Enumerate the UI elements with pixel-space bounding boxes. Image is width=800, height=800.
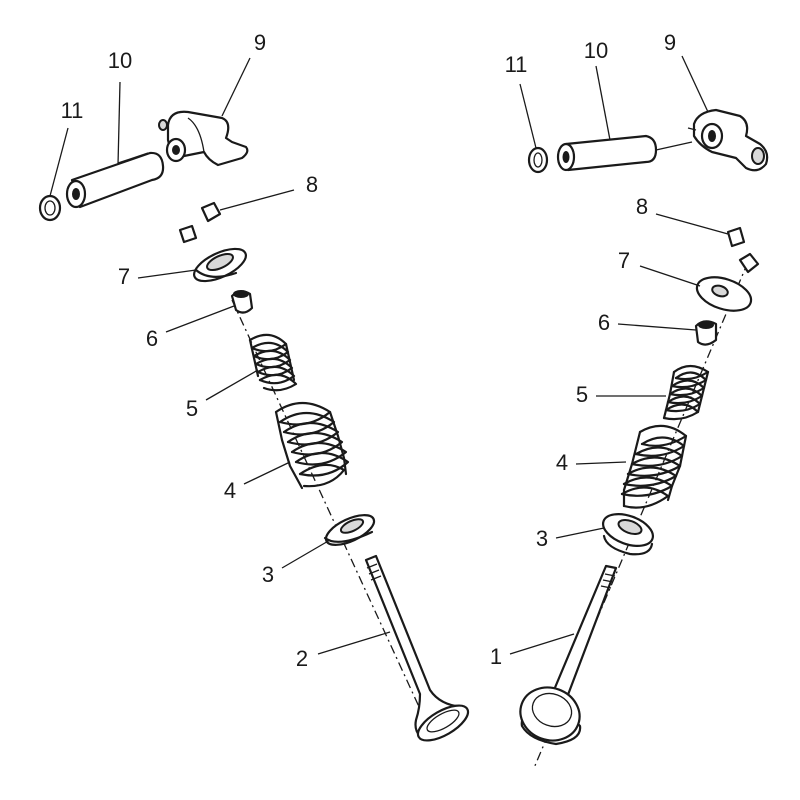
left-callout-3: 3 — [262, 562, 274, 587]
left-valve — [364, 554, 470, 742]
right-callout-10: 10 — [584, 38, 608, 63]
left-seal-ring — [38, 194, 62, 222]
left-callout-5: 5 — [186, 396, 198, 421]
right-rocker-shaft — [556, 134, 693, 172]
left-leader-lines — [49, 57, 391, 655]
left-callout-6: 6 — [146, 326, 158, 351]
right-leader-lines — [509, 55, 729, 655]
left-inner-spring — [248, 333, 298, 392]
right-valve-stem-seal — [694, 320, 718, 346]
left-callout-2: 2 — [296, 646, 308, 671]
right-rocker-arm — [687, 108, 769, 172]
right-callout-1: 1 — [490, 644, 502, 669]
right-callout-5: 5 — [576, 382, 588, 407]
right-seal-ring — [527, 146, 549, 174]
right-callout-3: 3 — [536, 526, 548, 551]
left-callout-labels: 11 10 9 8 7 6 5 4 3 2 — [61, 30, 319, 671]
left-callout-11: 11 — [61, 98, 84, 123]
right-valve — [519, 564, 618, 746]
left-valve-stem-seal — [230, 290, 254, 314]
right-inner-spring — [662, 364, 710, 421]
left-spring-retainer — [193, 247, 247, 283]
left-callout-8: 8 — [306, 172, 318, 197]
left-callout-10: 10 — [108, 48, 132, 73]
right-callout-7: 7 — [618, 248, 630, 273]
right-spring-seat — [602, 513, 654, 556]
right-callout-6: 6 — [598, 310, 610, 335]
left-rocker-arm — [158, 110, 249, 167]
right-outer-spring — [620, 424, 688, 509]
right-assembly: 11 10 9 8 7 6 5 4 3 1 — [490, 30, 769, 769]
left-callout-9: 9 — [254, 30, 266, 55]
right-callout-4: 4 — [556, 450, 568, 475]
left-callout-7: 7 — [118, 264, 130, 289]
right-callout-11: 11 — [505, 52, 528, 77]
right-callout-labels: 11 10 9 8 7 6 5 4 3 1 — [490, 30, 676, 669]
left-valve-keepers — [178, 201, 222, 244]
right-callout-8: 8 — [636, 194, 648, 219]
left-rocker-shaft — [65, 151, 165, 209]
right-callout-9: 9 — [664, 30, 676, 55]
left-callout-4: 4 — [224, 478, 236, 503]
right-valve-keepers — [726, 226, 760, 274]
left-outer-spring — [274, 401, 350, 490]
left-spring-seat — [323, 514, 376, 546]
left-assembly: 11 10 9 8 7 6 5 4 3 2 — [38, 30, 470, 742]
right-spring-retainer — [695, 276, 753, 312]
